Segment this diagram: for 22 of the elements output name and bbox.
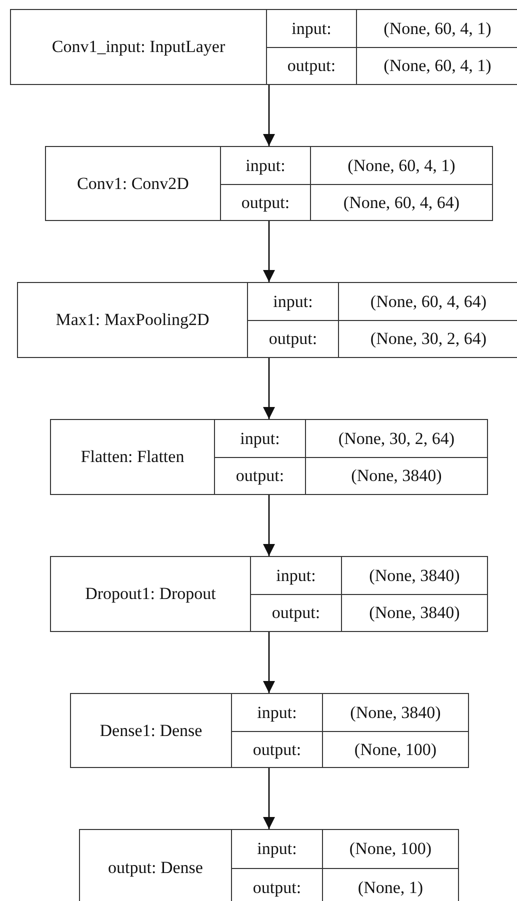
layer-name: Conv1: Conv2D (45, 146, 221, 221)
shape-value: (None, 60, 4, 64) (310, 184, 493, 221)
layer-name: Dense1: Dense (70, 693, 232, 768)
arrow (263, 85, 275, 146)
layer-name: Max1: MaxPooling2D (17, 282, 248, 358)
shape-value: (None, 3840) (322, 693, 469, 732)
arrow (263, 358, 275, 419)
shape-value: (None, 100) (322, 731, 469, 768)
layer-name: Dropout1: Dropout (50, 556, 251, 632)
arrow (263, 495, 275, 556)
shape-value: (None, 3840) (341, 556, 488, 595)
arrow (263, 768, 275, 829)
arrow (263, 632, 275, 693)
shape-value: (None, 30, 2, 64) (305, 419, 488, 458)
shape-value: (None, 60, 4, 1) (310, 146, 493, 185)
shape-value: (None, 3840) (341, 594, 488, 632)
shape-value: (None, 100) (322, 829, 459, 869)
layer-name: Conv1_input: InputLayer (10, 9, 267, 85)
shape-value: (None, 3840) (305, 457, 488, 495)
arrow (263, 221, 275, 282)
layer-name: Flatten: Flatten (50, 419, 215, 495)
layer-name: output: Dense (79, 829, 232, 901)
